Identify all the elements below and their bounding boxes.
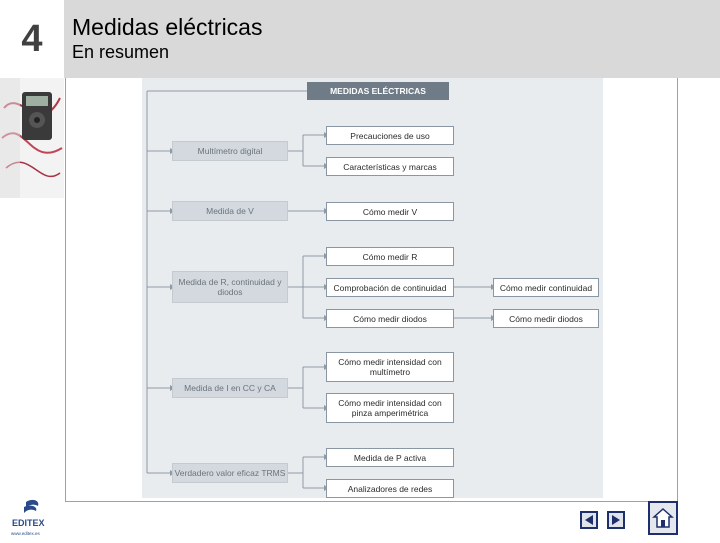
item-analizadores-redes: Analizadores de redes bbox=[326, 479, 454, 498]
page-title: Medidas eléctricas bbox=[72, 14, 263, 40]
item-medida-p-activa: Medida de P activa bbox=[326, 448, 454, 467]
subitem-como-medir-diodos: Cómo medir diodos bbox=[493, 309, 599, 328]
category-medida-r: Medida de R, continuidad y diodos bbox=[172, 271, 288, 303]
item-intensidad-pinza: Cómo medir intensidad con pinza amperimé… bbox=[326, 393, 454, 423]
next-button[interactable] bbox=[607, 511, 625, 529]
category-medida-v: Medida de V bbox=[172, 201, 288, 221]
prev-button[interactable] bbox=[580, 511, 598, 529]
diagram-root: MEDIDAS ELÉCTRICAS bbox=[307, 82, 449, 100]
editex-logo: EDITEX www.editex.es bbox=[8, 498, 58, 538]
item-precauciones-uso: Precauciones de uso bbox=[326, 126, 454, 145]
next-arrow-icon bbox=[612, 515, 620, 525]
subitem-como-medir-continuidad: Cómo medir continuidad bbox=[493, 278, 599, 297]
svg-text:EDITEX: EDITEX bbox=[12, 518, 45, 528]
prev-arrow-icon bbox=[585, 515, 593, 525]
category-medida-i: Medida de I en CC y CA bbox=[172, 378, 288, 398]
item-intensidad-multimetro: Cómo medir intensidad con multímetro bbox=[326, 352, 454, 382]
page-subtitle: En resumen bbox=[72, 42, 170, 62]
home-button[interactable] bbox=[648, 501, 678, 535]
category-multimetro-digital: Multímetro digital bbox=[172, 141, 288, 161]
item-como-medir-v: Cómo medir V bbox=[326, 202, 454, 221]
chapter-box: 4 bbox=[0, 0, 64, 78]
multimeter-photo bbox=[0, 78, 64, 198]
chapter-number: 4 bbox=[21, 18, 43, 60]
home-icon bbox=[652, 507, 674, 528]
svg-text:www.editex.es: www.editex.es bbox=[11, 531, 41, 536]
item-caracteristicas-marcas: Características y marcas bbox=[326, 157, 454, 176]
category-trms: Verdadero valor eficaz TRMS bbox=[172, 463, 288, 483]
item-comprobacion-continuidad: Comprobación de continuidad bbox=[326, 278, 454, 297]
item-como-medir-diodos: Cómo medir diodos bbox=[326, 309, 454, 328]
header-bar bbox=[0, 0, 720, 78]
item-como-medir-r: Cómo medir R bbox=[326, 247, 454, 266]
